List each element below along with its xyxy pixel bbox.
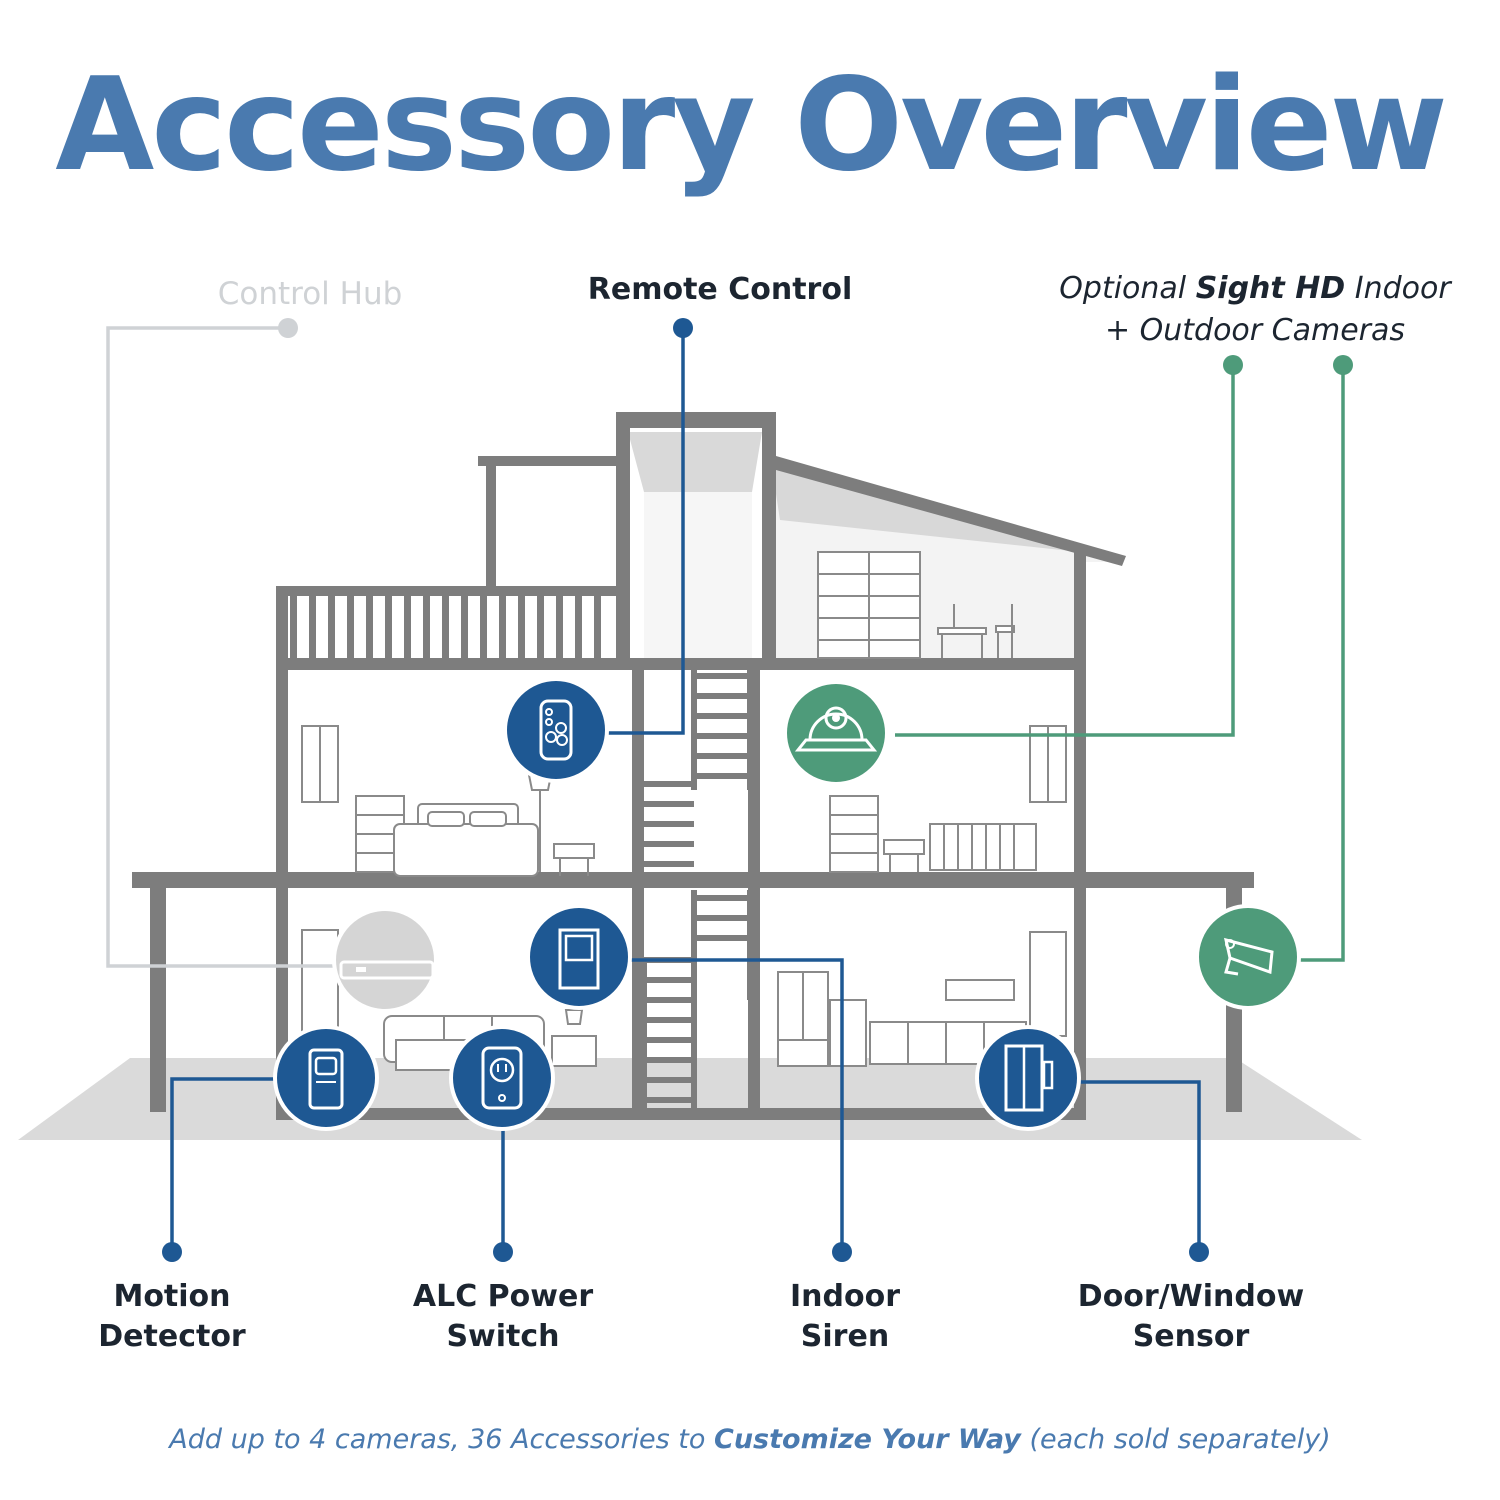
door-window-sensor-connector [1080, 1080, 1201, 1252]
page-title: Accessory Overview [55, 51, 1448, 200]
dome-camera-icon [783, 680, 889, 786]
motion-detector-dot [162, 1242, 182, 1262]
remote-control-dot [673, 318, 693, 338]
remote-icon [503, 677, 609, 783]
indoor-siren-dot [832, 1242, 852, 1262]
siren-icon [526, 904, 632, 1010]
alc-power-switch-dot [493, 1242, 513, 1262]
alc-power-switch-label: ALC Power Switch [412, 1279, 594, 1354]
power-outlet-icon [449, 1025, 555, 1131]
furniture [301, 551, 1067, 1071]
remote-control-connector [608, 328, 685, 735]
motion-detector-connector [170, 1077, 276, 1252]
indoor-camera-connector [895, 365, 1235, 737]
stair-tower-top [644, 492, 752, 660]
footer-note: Add up to 4 cameras, 36 Accessories to C… [169, 1424, 1331, 1455]
door-window-sensor-dot [1189, 1242, 1209, 1262]
balcony-railing [290, 596, 601, 658]
outdoor-camera-connector [1300, 365, 1345, 962]
staircase [641, 666, 753, 1108]
bullet-camera-icon [1195, 904, 1301, 1010]
control-hub-connector [106, 326, 338, 968]
indoor-siren-connector [630, 958, 844, 1252]
door-sensor-icon [975, 1025, 1081, 1131]
remote-control-label: Remote Control [587, 272, 853, 307]
hub-icon [332, 907, 438, 1013]
outdoor-camera-dot [1333, 355, 1353, 375]
door-window-sensor-label: Door/Window Sensor [1077, 1279, 1305, 1354]
cameras-label: Optional Sight HD Indoor + Outdoor Camer… [1010, 268, 1500, 352]
skylight [628, 432, 762, 492]
motion-sensor-icon [273, 1025, 379, 1131]
house-structure [132, 412, 1254, 1120]
indoor-siren-label: Indoor Siren [789, 1279, 900, 1354]
cameras-label-line2: + Outdoor Cameras [1104, 313, 1406, 348]
control-hub-label: Control Hub [217, 276, 403, 312]
cameras-label-line1: Optional Sight HD Indoor [1059, 271, 1451, 306]
indoor-camera-dot [1223, 355, 1243, 375]
motion-detector-label: Motion Detector [98, 1279, 246, 1354]
control-hub-dot [278, 318, 298, 338]
